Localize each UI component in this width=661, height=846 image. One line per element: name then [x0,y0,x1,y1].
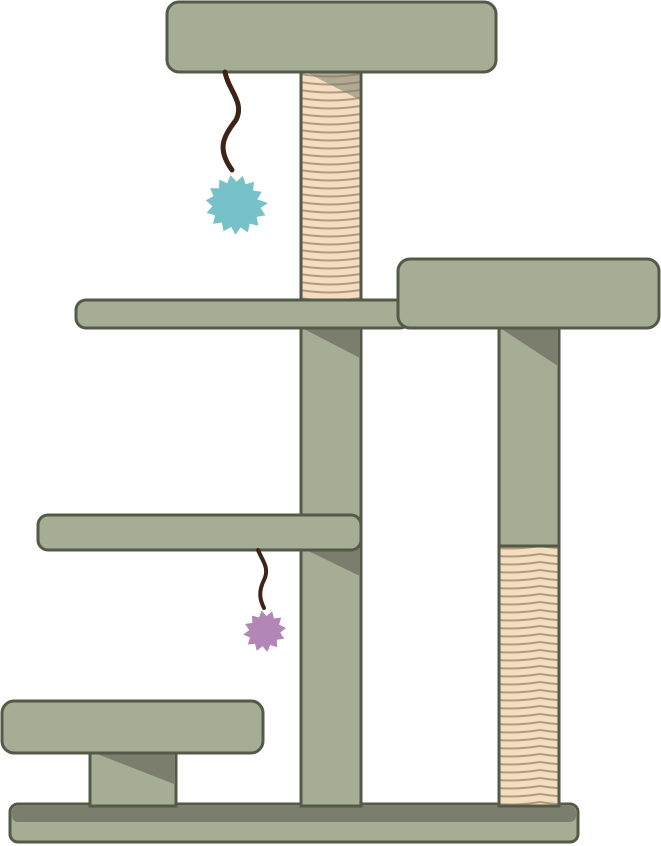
right-platform [396,257,661,330]
bottom-toy-ball [243,610,286,652]
top-toy-ball [205,175,268,235]
lower-shelf [36,513,363,552]
center-post-shadow-middle [302,548,360,576]
center-post-shadow-upper [302,328,360,358]
center-post-sisal [299,64,363,304]
step-platform [0,699,265,755]
top-platform [165,0,498,74]
bottom-toy-string [256,548,269,610]
base-platform-top-shadow [12,806,576,822]
right-post-shadow [500,328,558,366]
center-post-sisal-shadow [302,70,360,100]
middle-shelf [74,298,412,330]
right-post-sisal [497,544,561,808]
top-toy-string [220,69,241,173]
right-post-fabric [497,324,561,548]
step-post-shadow [92,752,174,784]
